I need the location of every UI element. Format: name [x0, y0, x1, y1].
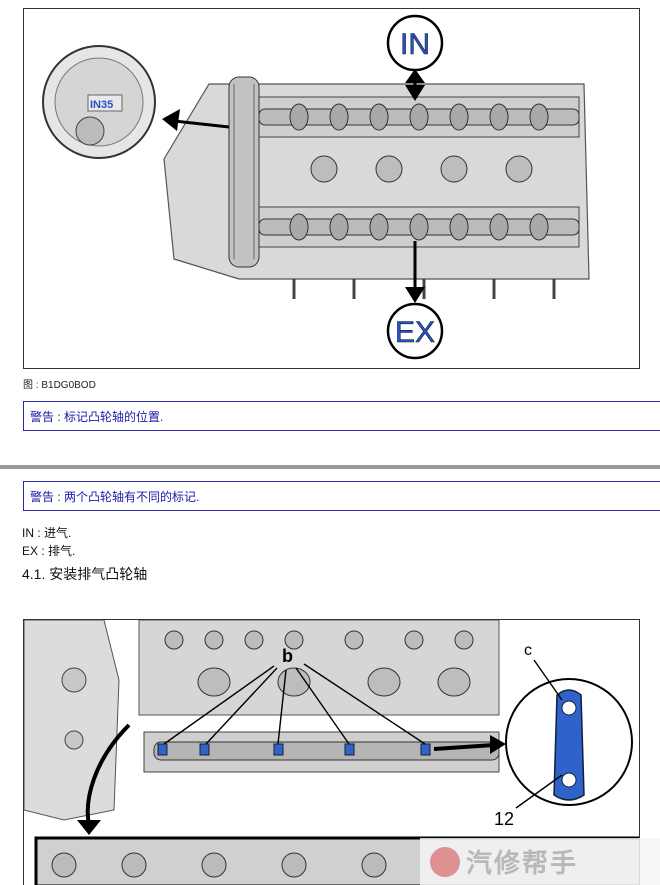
arrow-down-icon	[77, 820, 101, 835]
cylinder-head-illustration: IN35 IN EX	[42, 14, 590, 360]
step-heading: 4.1. 安装排气凸轮轴	[22, 566, 148, 582]
gear-mark-label: IN35	[90, 99, 113, 111]
arrow-up-icon	[405, 69, 425, 83]
intake-badge-label: IN	[400, 28, 430, 61]
callout-b-label: b	[282, 646, 293, 666]
arrow-right-icon	[490, 735, 506, 754]
exhaust-badge	[386, 302, 444, 360]
warning-box-camshaft-position: 警告 : 标记凸轮轴的位置.	[23, 401, 660, 431]
definition-intake: IN : 进气.	[22, 526, 72, 540]
watermark-text: 汽修帮手	[466, 848, 579, 878]
watermark-logo-icon	[430, 846, 460, 877]
arrow-down-icon	[405, 287, 425, 303]
warning-box-camshaft-marks: 警告 : 两个凸轮轴有不同的标记.	[23, 481, 660, 511]
definition-exhaust: EX : 排气.	[22, 544, 76, 558]
callout-c-label: c	[524, 642, 532, 659]
figure-cylinder-head: IN35 IN EX	[23, 8, 640, 369]
exhaust-badge-label: EX	[395, 316, 435, 349]
warning-text: 警告 : 两个凸轮轴有不同的标记.	[30, 489, 200, 504]
figure-caption: 图 : B1DG0BOD	[23, 380, 96, 391]
arrow-down-icon	[405, 85, 425, 101]
figure-camshaft-caps: b c 12	[23, 619, 640, 885]
warning-text: 警告 : 标记凸轮轴的位置.	[30, 409, 164, 424]
arrow-left-icon	[162, 109, 180, 131]
section-divider	[0, 465, 660, 469]
callout-part-number: 12	[494, 809, 514, 829]
watermark: 汽修帮手	[420, 838, 660, 885]
camshaft-caps-illustration: b c 12	[24, 620, 639, 885]
